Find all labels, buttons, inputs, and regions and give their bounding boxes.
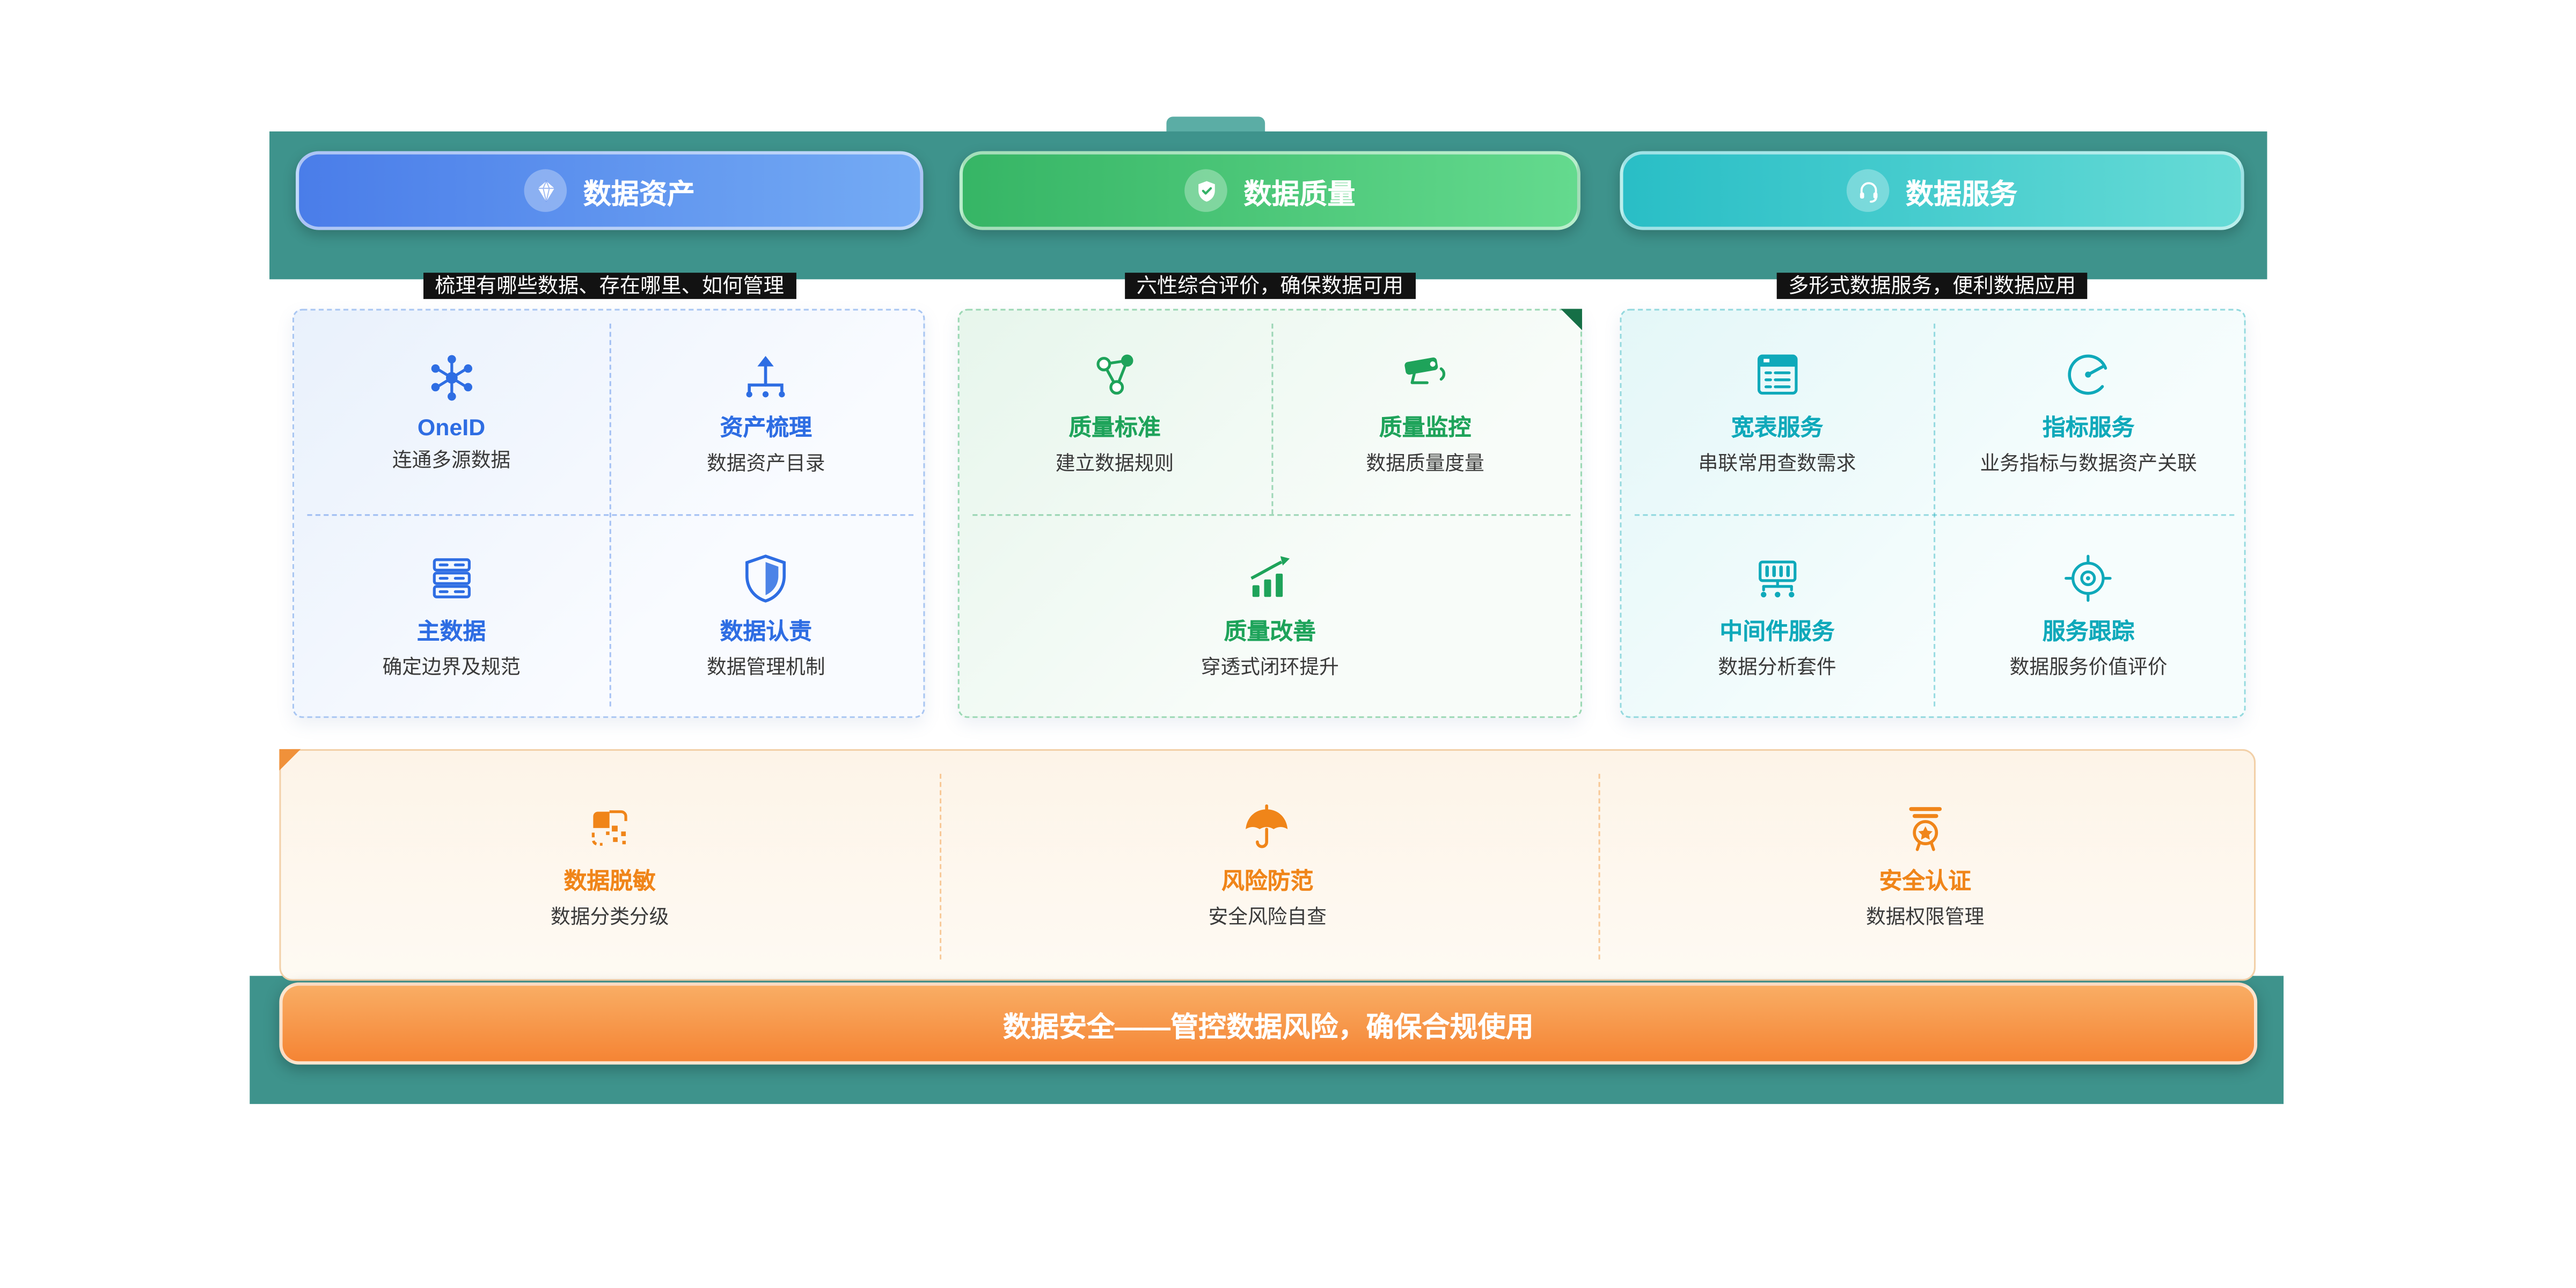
card-security-certification[interactable]: 安全认证 数据权限管理 [1596, 751, 2254, 979]
divider [1271, 324, 1274, 515]
card-title: 中间件服务 [1719, 617, 1835, 644]
umbrella-icon [1240, 800, 1296, 856]
card-quality-monitoring[interactable]: 质量监控 数据质量度量 [1270, 311, 1580, 514]
divider [1934, 324, 1936, 707]
divider [1634, 514, 2235, 516]
card-metric-service[interactable]: 指标服务 业务指标与数据资产关联 [1933, 311, 2244, 514]
card-master-data[interactable]: 主数据 确定边界及规范 [294, 514, 609, 716]
card-title: 资产梳理 [720, 414, 813, 441]
badge-star-icon [1897, 800, 1953, 856]
corner-accent [1561, 309, 1582, 331]
card-title: OneID [417, 414, 486, 441]
tab-label: 数据服务 [1906, 178, 2018, 210]
card-desc: 数据服务价值评价 [2009, 655, 2168, 678]
card-desc: 数据分析套件 [1718, 655, 1836, 678]
tab-data-quality[interactable]: 数据质量 [959, 151, 1580, 230]
divider [1598, 773, 1600, 960]
shield-check-icon [1184, 169, 1227, 212]
divider [307, 514, 914, 516]
card-service-tracking[interactable]: 服务跟踪 数据服务价值评价 [1933, 514, 2244, 716]
tab-data-assets[interactable]: 数据资产 [296, 151, 924, 230]
divider [972, 514, 1571, 516]
card-risk-prevention[interactable]: 风险防范 安全风险自查 [939, 751, 1596, 979]
card-title: 安全认证 [1879, 867, 1971, 894]
card-title: 质量改善 [1224, 617, 1316, 644]
sitemap-icon [738, 347, 794, 403]
target-icon [2061, 550, 2117, 606]
shield-icon [738, 550, 794, 606]
card-desc: 穿透式闭环提升 [1201, 655, 1339, 678]
tab-label: 数据质量 [1243, 178, 1356, 210]
middleware-icon [1749, 550, 1805, 606]
headset-icon [1846, 169, 1890, 212]
security-banner-text: 数据安全——管控数据风险，确保合规使用 [1002, 1011, 1534, 1043]
card-desc: 安全风险自查 [1208, 905, 1327, 928]
card-title: 服务跟踪 [2042, 617, 2135, 644]
network-icon [423, 350, 479, 406]
card-title: 指标服务 [2042, 414, 2135, 441]
card-title: 主数据 [416, 617, 486, 644]
card-quality-improvement[interactable]: 质量改善 穿透式闭环提升 [960, 514, 1580, 716]
corner-accent [279, 749, 301, 771]
card-desc: 建立数据规则 [1055, 452, 1174, 475]
card-title: 质量监控 [1379, 414, 1472, 441]
subtitle-data-services: 多形式数据服务，便利数据应用 [1776, 273, 2088, 299]
molecule-icon [1087, 347, 1143, 403]
panel-data-quality: 质量标准 建立数据规则 质量监控 数据质量度量 质量改善 穿透式闭环提升 [957, 309, 1582, 718]
card-desc: 数据权限管理 [1865, 905, 1985, 928]
card-middleware-service[interactable]: 中间件服务 数据分析套件 [1621, 514, 1933, 716]
cctv-icon [1397, 347, 1453, 403]
gem-icon [524, 169, 567, 212]
card-desc: 确定边界及规范 [382, 655, 521, 678]
card-quality-standard[interactable]: 质量标准 建立数据规则 [960, 311, 1270, 514]
tab-data-services[interactable]: 数据服务 [1620, 151, 2244, 230]
security-banner: 数据安全——管控数据风险，确保合规使用 [279, 982, 2258, 1065]
subtitle-data-quality: 六性综合评价，确保数据可用 [1125, 273, 1415, 299]
card-desc: 数据资产目录 [707, 452, 825, 475]
card-wide-table-service[interactable]: 宽表服务 串联常用查数需求 [1621, 311, 1933, 514]
subtitle-data-assets: 梳理有哪些数据、存在哪里、如何管理 [423, 273, 796, 299]
database-icon [423, 550, 479, 606]
mask-icon [582, 800, 638, 856]
card-desc: 数据质量度量 [1366, 452, 1484, 475]
panel-data-security: 数据脱敏 数据分类分级 风险防范 安全风险自查 安全认证 数据权限管理 [279, 749, 2256, 981]
card-title: 数据认责 [720, 617, 813, 644]
card-title: 质量标准 [1069, 414, 1161, 441]
panel-data-services: 宽表服务 串联常用查数需求 指标服务 业务指标与数据资产关联 中间件服务 数据分… [1620, 309, 2246, 718]
gauge-icon [2061, 347, 2117, 403]
card-oneid[interactable]: OneID 连通多源数据 [294, 311, 609, 514]
divider [609, 324, 611, 707]
card-title: 风险防范 [1221, 867, 1314, 894]
card-desc: 数据管理机制 [707, 655, 825, 678]
card-asset-combing[interactable]: 资产梳理 数据资产目录 [609, 311, 923, 514]
card-desc: 业务指标与数据资产关联 [1980, 452, 2197, 475]
card-data-masking[interactable]: 数据脱敏 数据分类分级 [281, 751, 938, 979]
card-desc: 连通多源数据 [392, 449, 511, 472]
divider [940, 773, 942, 960]
table-icon [1749, 347, 1805, 403]
card-title: 宽表服务 [1731, 414, 1824, 441]
card-desc: 串联常用查数需求 [1698, 452, 1856, 475]
chart-up-icon [1242, 550, 1298, 606]
tab-label: 数据资产 [583, 178, 695, 210]
card-data-accountability[interactable]: 数据认责 数据管理机制 [609, 514, 923, 716]
card-title: 数据脱敏 [564, 867, 656, 894]
card-desc: 数据分类分级 [550, 905, 669, 928]
panel-data-assets: OneID 连通多源数据 资产梳理 数据资产目录 主数据 确定边界及规范 [292, 309, 925, 718]
